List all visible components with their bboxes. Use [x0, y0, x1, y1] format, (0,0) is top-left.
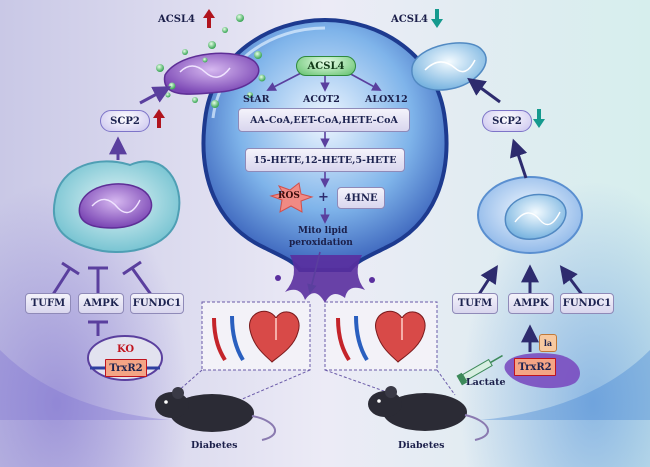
ros-label: ROS: [278, 191, 300, 201]
peroxidation-splash: [285, 255, 365, 303]
scp2-left-up-arrow: [153, 109, 165, 128]
acsl4-right-label: ACSL4: [391, 14, 428, 25]
left-cell: [52, 160, 181, 253]
scp2-right-pill: SCP2: [482, 110, 532, 132]
branch-acot2: ACOT2: [303, 94, 340, 105]
la-box: la: [539, 334, 557, 352]
outcome-line-2: peroxidation: [289, 238, 353, 248]
scp2-left-pill: SCP2: [100, 110, 150, 132]
ko-label: KO: [117, 344, 135, 355]
diabetes-right-label: Diabetes: [398, 440, 445, 451]
scp2-left-text: SCP2: [110, 115, 140, 127]
trxr2-right-box: TrxR2: [514, 358, 556, 376]
acsl4-left-up-arrow: [203, 9, 215, 28]
plus-sign: +: [318, 190, 329, 205]
fundc1-left-box: FUNDC1: [130, 293, 184, 314]
metabolites-coa-text: AA-CoA,EET-CoA,HETE-CoA: [250, 114, 398, 126]
heart-panel-right: [324, 301, 438, 371]
metabolites-coa-box: AA-CoA,EET-CoA,HETE-CoA: [238, 108, 410, 132]
fundc1-right-text: FUNDC1: [562, 298, 612, 309]
acsl4-center-label: ACSL4: [296, 56, 356, 76]
lactate-label: Lactate: [466, 377, 506, 388]
tufm-left-text: TUFM: [30, 298, 66, 309]
branch-star: StAR: [243, 94, 270, 105]
ros-burst: [269, 182, 314, 213]
trxr2-left-text: TrxR2: [109, 362, 143, 374]
scp2-right-down-arrow: [533, 109, 545, 128]
acsl4-right-down-arrow: [431, 9, 443, 28]
hne-text: 4HNE: [344, 192, 378, 204]
fundc1-right-box: FUNDC1: [560, 293, 614, 314]
acsl4-left-label: ACSL4: [158, 14, 195, 25]
ampk-left-box: AMPK: [78, 293, 124, 314]
fundc1-left-text: FUNDC1: [132, 298, 182, 309]
ampk-left-text: AMPK: [83, 298, 119, 309]
mouse-right: [368, 386, 489, 441]
diabetes-left-label: Diabetes: [191, 440, 238, 451]
tufm-right-box: TUFM: [452, 293, 498, 314]
scp2-right-text: SCP2: [492, 115, 522, 127]
trxr2-left-box: TrxR2: [105, 359, 147, 377]
mouse-left: [155, 387, 276, 441]
la-text: la: [543, 338, 553, 348]
tufm-right-text: TUFM: [457, 298, 493, 309]
acsl4-center-text: ACSL4: [307, 60, 345, 72]
tufm-left-box: TUFM: [25, 293, 71, 314]
outcome-line-1: Mito lipid: [298, 226, 348, 236]
inhibition-lines: [50, 260, 154, 336]
lactate-syringe: [456, 354, 503, 386]
metabolites-hete-text: 15-HETE,12-HETE,5-HETE: [253, 154, 397, 166]
ampk-right-box: AMPK: [508, 293, 554, 314]
branch-alox12: ALOX12: [365, 94, 408, 105]
metabolites-hete-box: 15-HETE,12-HETE,5-HETE: [245, 148, 405, 172]
trxr2-right-text: TrxR2: [518, 361, 552, 373]
hne-box: 4HNE: [337, 187, 385, 209]
right-cell: [477, 176, 583, 254]
ampk-right-text: AMPK: [513, 298, 549, 309]
heart-panel-left: [201, 301, 311, 371]
damaged-mitochondria-top-left: [156, 14, 266, 108]
